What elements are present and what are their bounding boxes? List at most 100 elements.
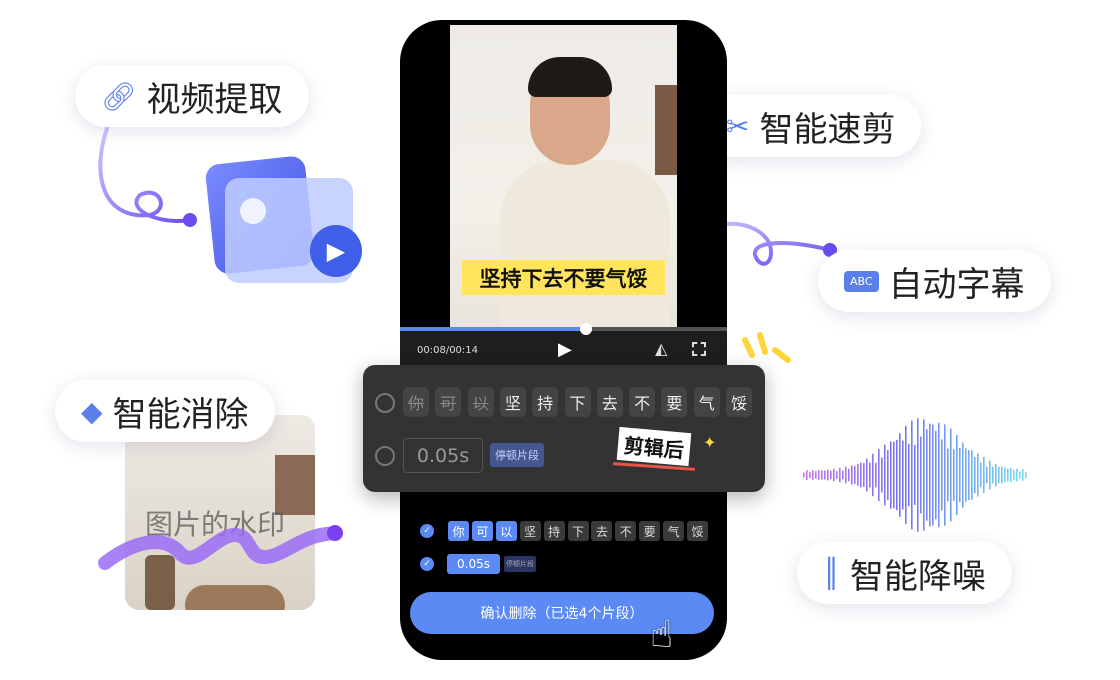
waveform-bar [1004,467,1006,483]
waveform-bar [917,418,919,532]
selected-word-chip[interactable]: 下 [567,521,589,541]
word-chip[interactable]: 不 [629,387,656,417]
waveform-bar [950,428,952,522]
waveform-bar [896,439,898,511]
word-chip[interactable]: 以 [467,387,494,417]
feature-smart-cut: ✂智能速剪 [700,95,922,157]
waveform-bar [914,445,916,505]
waveform-bar [986,466,988,484]
waveform-bar [1010,468,1012,482]
waveform-bar [857,464,859,486]
waveform-bar [977,453,979,497]
selected-word-chip[interactable]: 你 [448,521,469,541]
feature-label: 视频提取 [146,79,283,120]
waveform-bar [869,462,871,488]
waveform-bar [941,439,943,511]
person-figure [500,160,670,330]
waveform-bar [956,434,958,516]
waveform-bar [815,471,817,479]
waveform-bar [866,458,868,492]
word-chip[interactable]: 要 [661,387,688,417]
waveform-bar [1007,468,1009,482]
waveform-bar [806,470,808,480]
play-circle-icon: ▶ [310,225,362,277]
selected-pause-box[interactable]: 0.05s [447,554,500,574]
feature-denoise: ║智能降噪 [797,542,1012,604]
waveform-bar [962,442,964,508]
feature-auto-subtitle: ABC 自动字幕 [818,250,1051,312]
progress-handle[interactable] [580,323,593,335]
waveform-bar [881,457,883,493]
confirm-delete-button[interactable]: 确认删除（已选4个片段） [410,592,714,634]
waveform-bar [989,460,991,490]
word-chip[interactable]: 可 [435,387,462,417]
erase-stroke [98,525,343,570]
waveform-bar [824,470,826,480]
waveform-bar [860,462,862,488]
scissors-sparkle-icon: ✂ [726,109,750,143]
feature-label: 智能消除 [112,394,249,435]
selected-word-chip[interactable]: 坚 [519,521,541,541]
time-display: 00:08/00:14 [417,345,479,356]
selected-word-chip[interactable]: 去 [591,521,613,541]
waveform-bar [959,447,961,503]
word-row-radio[interactable] [375,393,395,413]
pause-duration-box[interactable]: 0.05s [403,438,483,473]
checked-icon[interactable]: ✓ [420,524,434,538]
waveform-bar [836,471,838,479]
selected-word-chip[interactable]: 可 [471,521,493,541]
video-caption: 坚持下去不要气馁 [462,260,665,295]
waveform-bar [1001,466,1003,484]
waveform-bar [971,450,973,500]
waveform-bar [911,420,913,530]
waveform-bar [935,430,937,520]
waveform-bar [995,463,997,487]
link-icon: 🔗︎ [101,79,137,113]
word-chip[interactable]: 气 [693,387,720,417]
abc-subtitle-icon: ABC [844,270,879,292]
word-chip[interactable]: 下 [564,387,591,417]
word-chip[interactable]: 持 [532,387,559,417]
word-chip[interactable]: 馁 [726,387,752,417]
feature-smart-erase: ◆ 智能消除 [55,380,275,442]
waveform-bar [968,449,970,501]
waveform-bar [854,466,856,484]
selected-word-chip[interactable]: 馁 [687,521,708,541]
checked-icon[interactable]: ✓ [420,557,434,571]
waveform-bar [1016,468,1018,482]
waveform-bar [1019,471,1021,479]
waveform-bar [980,462,982,488]
waveform-bar [884,444,886,506]
selected-word-chip[interactable]: 以 [495,521,517,541]
selected-word-chip[interactable]: 要 [639,521,661,541]
selected-word-chip[interactable]: 不 [615,521,637,541]
waveform-bar [929,423,931,527]
feature-video-extract: 🔗︎ 视频提取 [75,65,309,127]
mirror-icon[interactable]: ◭ [655,339,668,358]
eraser-icon: ◆ [81,394,103,428]
waveform-bar [848,468,850,482]
waveform-bar [809,471,811,479]
selected-word-chip[interactable]: 持 [543,521,565,541]
word-chip[interactable]: 你 [403,387,429,417]
feature-label: 自动字幕 [888,264,1025,305]
word-chip[interactable]: 去 [596,387,623,417]
waveform-bar [974,456,976,494]
waveform-bar [938,422,940,528]
play-icon[interactable]: ▶ [558,339,572,360]
selected-word-chip[interactable]: 气 [663,521,685,541]
waveform-bar [812,470,814,480]
fullscreen-icon[interactable] [692,342,706,356]
waveform-bar [1022,469,1024,481]
watermark-photo-card: 图片的水印 [125,415,315,610]
word-chip[interactable]: 坚 [499,387,526,417]
pause-row-radio[interactable] [375,446,395,466]
waveform-bar [899,433,901,517]
waveform-bar [827,469,829,481]
waveform-bar [851,465,853,485]
pause-label-tag: 停顿片段 [490,443,544,467]
waveform-bar [833,468,835,482]
video-preview[interactable]: 坚持下去不要气馁 [450,25,677,330]
waveform-bar [992,466,994,484]
waveform-bar [920,436,922,514]
